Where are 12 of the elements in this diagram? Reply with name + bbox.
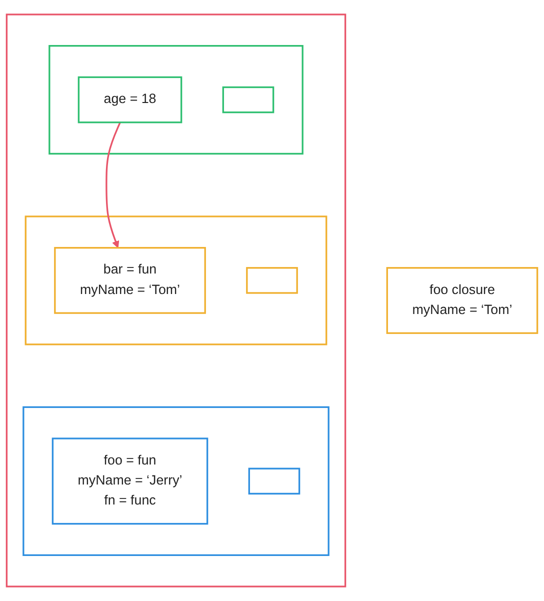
node-box <box>248 468 300 495</box>
node-box <box>222 86 274 114</box>
arrow <box>106 122 121 248</box>
node-box: foo = fun myName = ‘Jerry’ fn = func <box>52 438 208 525</box>
node-box: bar = fun myName = ‘Tom’ <box>54 246 206 314</box>
node-box: foo closure myName = ‘Tom’ <box>386 267 538 334</box>
cluster <box>22 406 330 556</box>
node-box: age = 18 <box>78 76 182 124</box>
cluster <box>48 45 304 155</box>
cluster <box>24 216 328 346</box>
cluster <box>6 14 346 588</box>
node-box <box>246 267 298 294</box>
